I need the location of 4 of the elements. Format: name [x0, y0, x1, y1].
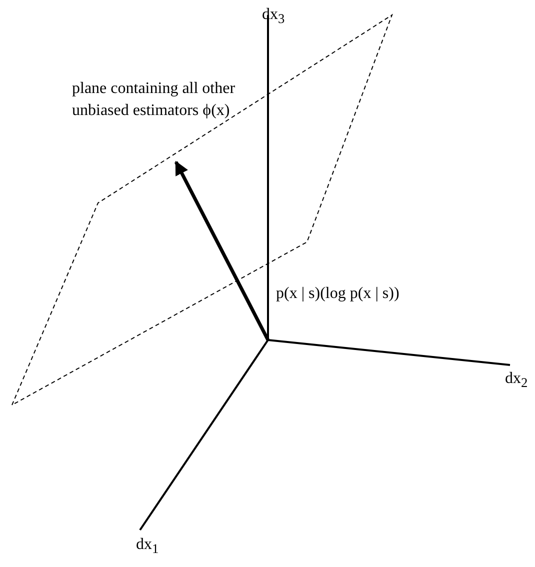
annotation-text: plane containing all other unbiased estimators ϕ(x) [72, 79, 236, 121]
vector-label: p(x | s)(log p(x | s)) [276, 284, 400, 304]
axis-label: dx$_{2}$ [505, 369, 528, 392]
axis-label: dx$_{1}$ [136, 535, 159, 558]
